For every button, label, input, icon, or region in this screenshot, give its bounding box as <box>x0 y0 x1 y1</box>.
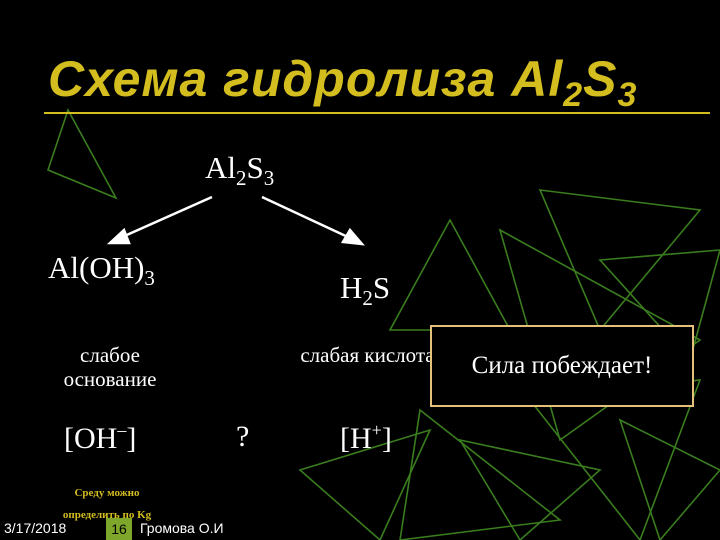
question-mark: ? <box>236 420 250 453</box>
salt-formula: Al2S3 <box>205 150 275 190</box>
arrow-down-left-icon <box>106 227 131 245</box>
slide-title: Схема гидролиза Al2S3 <box>48 51 638 114</box>
footer-date: 3/17/2018 <box>4 520 67 536</box>
arrow-left-line <box>119 195 213 240</box>
acid-label: слабая кислота <box>300 343 435 367</box>
slide-number: 16 <box>106 518 132 540</box>
decor-triangle-9 <box>618 418 720 540</box>
decor-triangle-2 <box>538 189 702 332</box>
title-underline <box>44 112 710 114</box>
base-formula: Al(OH)3 <box>48 250 155 290</box>
decor-triangle-8 <box>298 428 432 540</box>
decor-triangle-1 <box>388 218 512 331</box>
decor-triangle-4 <box>399 408 563 540</box>
note-line-1: Среду можно <box>74 487 140 499</box>
arrow-down-right-icon <box>340 227 365 246</box>
hydrogen-ion: [H+] <box>340 420 392 455</box>
footer-author: Громова О.И <box>140 520 224 536</box>
acid-formula: H2S <box>340 270 391 310</box>
decor-triangle-left <box>47 108 118 200</box>
callout-box: Сила побеждает! <box>430 325 694 407</box>
base-label: слабое основание <box>63 343 157 391</box>
decor-triangle-6 <box>598 249 720 362</box>
decor-triangle-7 <box>458 438 602 540</box>
arrow-right-line <box>261 195 351 240</box>
callout-text: Сила побеждает! <box>471 352 653 379</box>
hydroxide-ion: [OH–] <box>64 420 137 455</box>
